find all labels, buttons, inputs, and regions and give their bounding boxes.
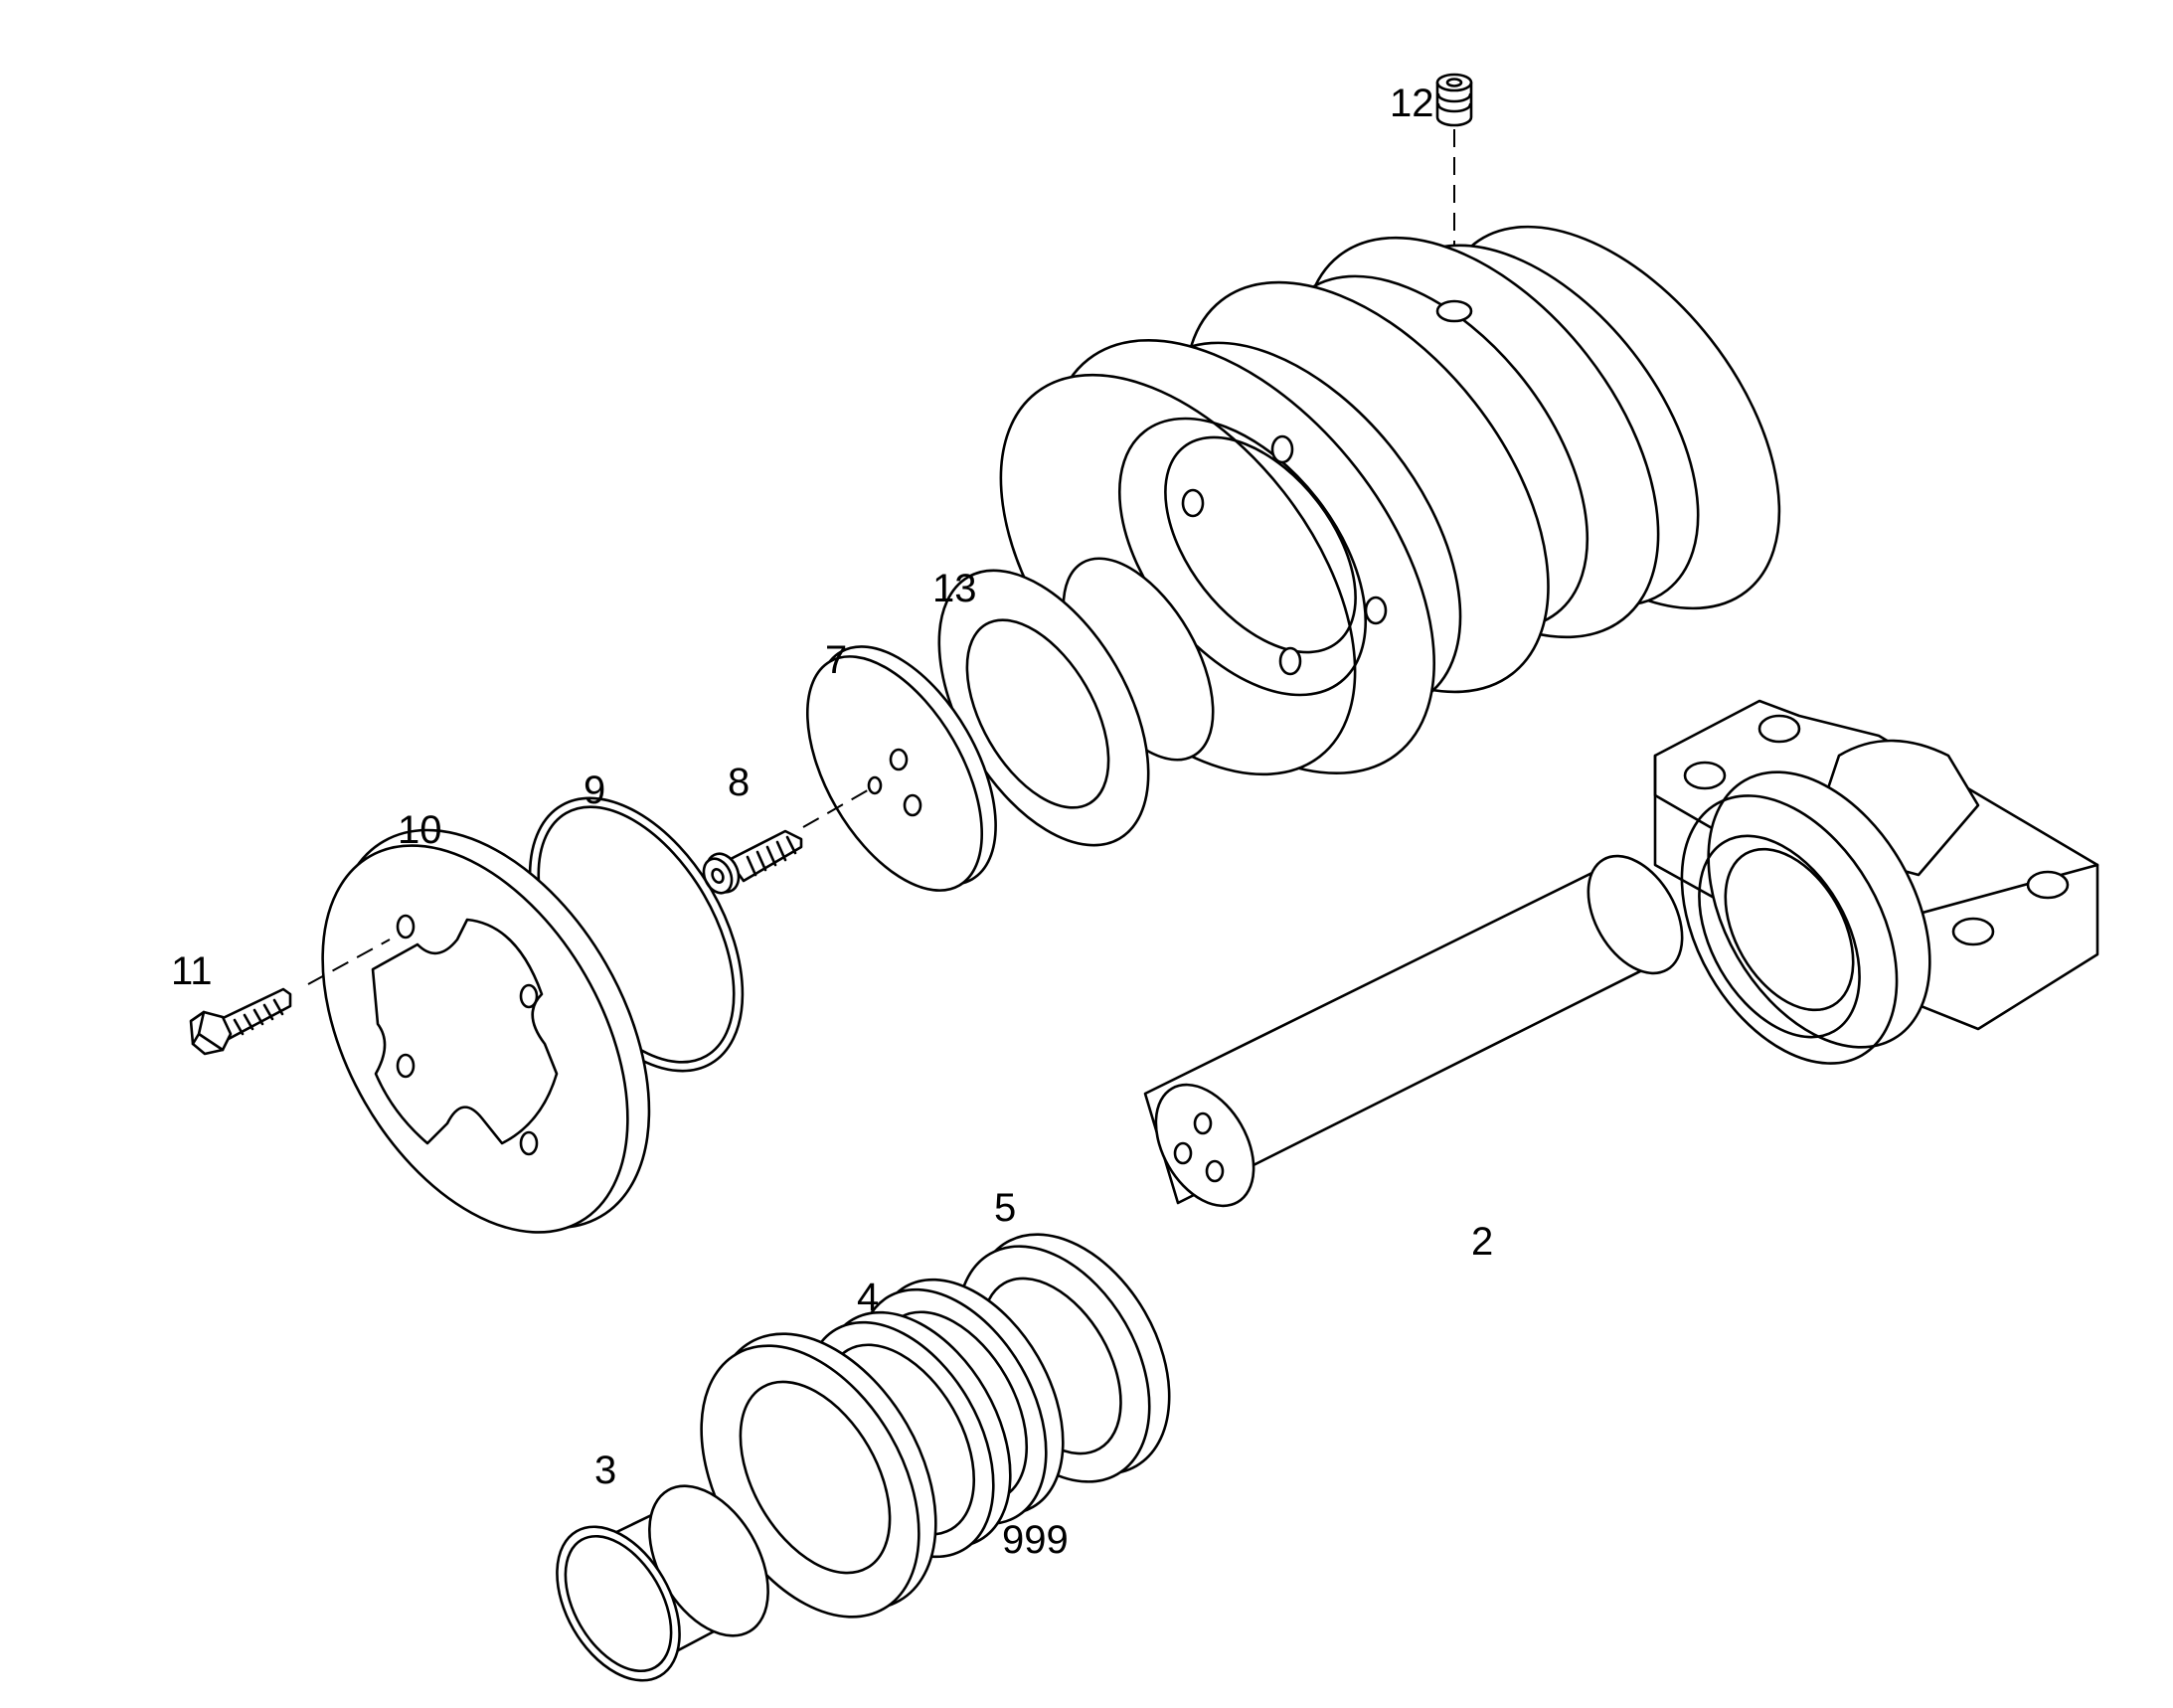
part-10-retaining-plate: [307, 828, 651, 1234]
label-5: 5: [994, 1186, 1016, 1230]
label-999: 999: [1002, 1518, 1069, 1562]
label-12: 12: [1390, 82, 1434, 125]
part-13-flanged-bushing: [937, 557, 1215, 847]
label-13: 13: [932, 567, 977, 610]
part-3-sleeve-bushing: [556, 1484, 769, 1682]
label-11: 11: [171, 949, 213, 993]
part-11-hex-bolt: [189, 987, 292, 1056]
bracket-housing: [1653, 699, 2099, 1065]
part-8-cap-screw: [702, 829, 803, 895]
part-2-shaft: [1143, 854, 1684, 1208]
label-9: 9: [584, 769, 605, 812]
label-7: 7: [825, 638, 847, 682]
part-999-seal-ring: [700, 1332, 937, 1619]
label-2: 2: [1471, 1220, 1493, 1264]
label-8: 8: [728, 761, 750, 804]
roller-body: [999, 225, 1781, 776]
part-7-cover-plate: [802, 645, 997, 892]
label-4: 4: [857, 1276, 879, 1319]
label-3: 3: [594, 1449, 616, 1492]
label-10: 10: [398, 808, 442, 852]
